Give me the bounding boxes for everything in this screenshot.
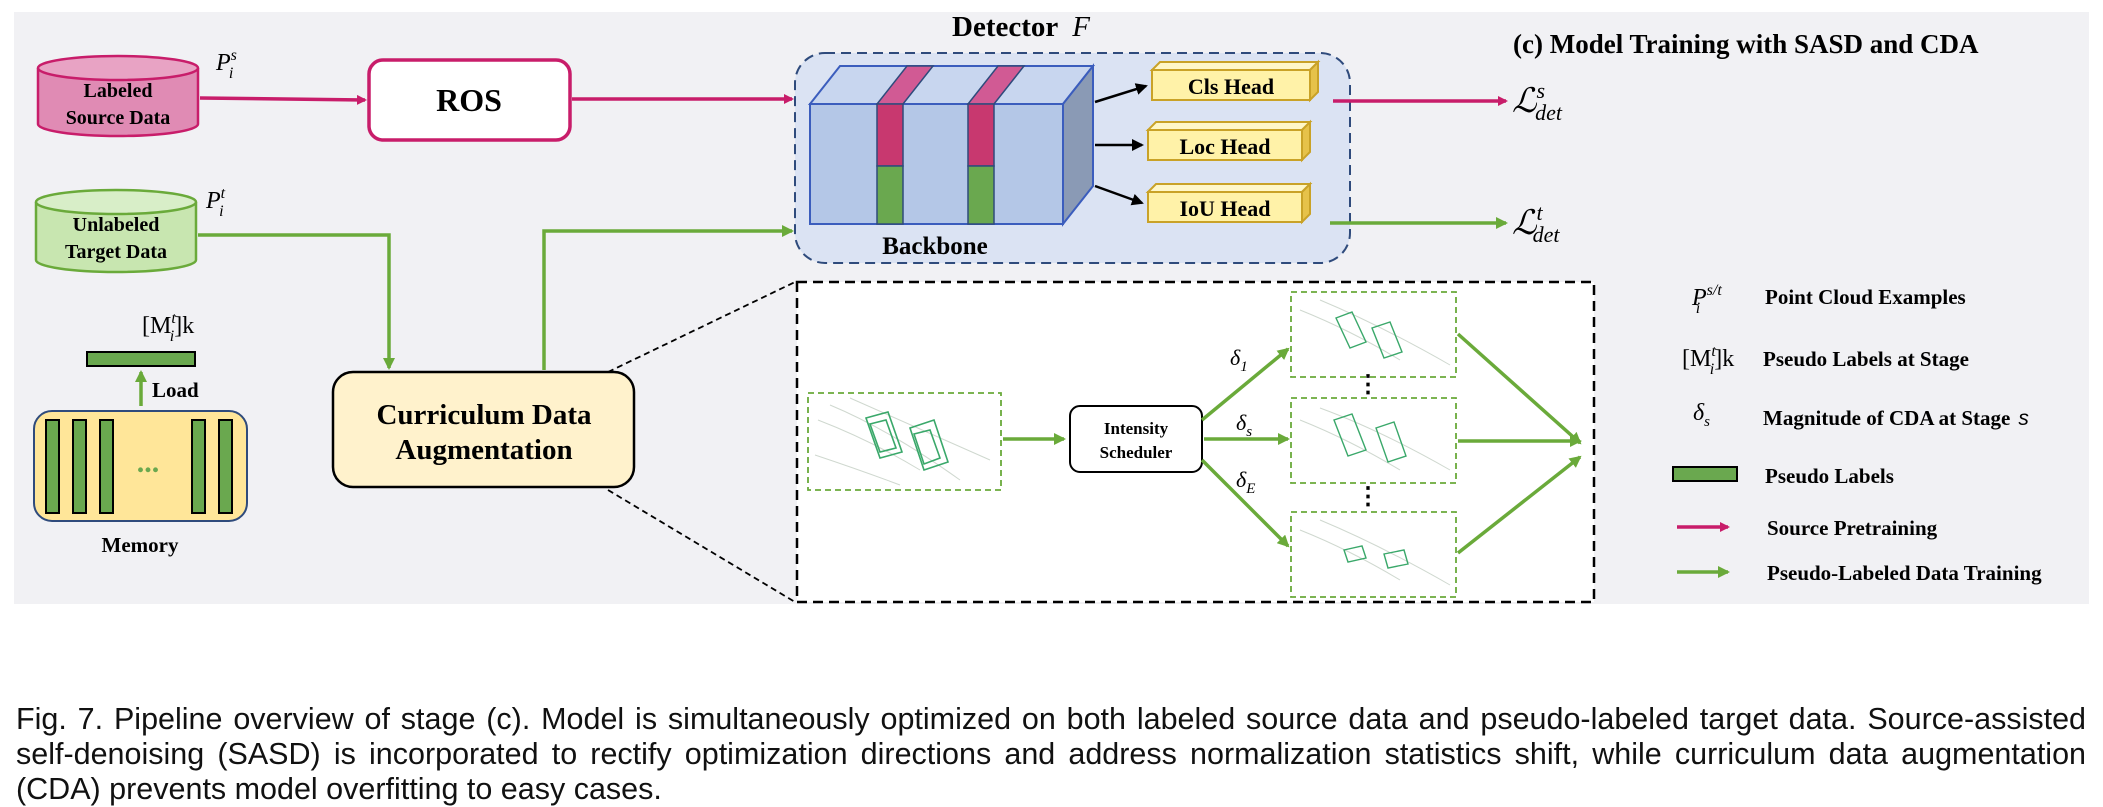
iou-head-label: IoU Head — [1179, 196, 1270, 221]
arrow-cda-to-detector — [542, 225, 794, 370]
augmented-sample-stage-e — [1290, 511, 1457, 598]
memory-loaded-pseudo-bar — [86, 351, 196, 367]
cls-head: Cls Head — [1149, 59, 1321, 103]
labeled-source-line2: Source Data — [66, 107, 171, 129]
unlabeled-target-line2: Target Data — [65, 241, 167, 263]
legend-point-cloud-text: Point Cloud Examples — [1765, 285, 1966, 309]
labeled-source-data-cylinder: Labeled Source Data — [36, 54, 200, 138]
iou-head: IoU Head — [1145, 181, 1313, 225]
memory-bank: ... — [33, 410, 248, 522]
scheduler-line1: Intensity — [1104, 419, 1169, 438]
arrow-source-to-ros — [199, 94, 367, 105]
legend-pseudo-labeled-training-text: Pseudo-Labeled Data Training — [1767, 561, 2042, 585]
backbone-block — [807, 63, 1096, 227]
backbone-label: Backbone — [882, 233, 988, 260]
memory-dots: ... — [137, 446, 160, 479]
delta-s: δs — [1236, 410, 1252, 440]
unlabeled-target-line1: Unlabeled — [73, 214, 160, 236]
cda-line1: Curriculum Data — [376, 399, 592, 431]
legend-source-pretraining-text: Source Pretraining — [1767, 516, 1938, 540]
legend-delta-symbol: δs — [1693, 400, 1710, 430]
loc-head: Loc Head — [1145, 119, 1313, 163]
arrow-to-cls-head — [1094, 83, 1148, 104]
delta-1: δ1 — [1230, 345, 1248, 375]
panel-title: (c) Model Training with SASD and CDA — [1513, 29, 1979, 59]
legend-source-pretraining: Source Pretraining — [1677, 516, 1938, 540]
ellipsis-lower: ⋮ — [1356, 484, 1380, 510]
augmented-sample-stage-s — [1290, 397, 1457, 484]
legend-bar-swatch — [1672, 466, 1738, 482]
ellipsis-upper: ⋮ — [1356, 372, 1380, 398]
zoom-line-top — [607, 281, 796, 373]
legend-pseudo-labels-bar: Pseudo Labels — [1672, 464, 1894, 488]
delta-e: δE — [1236, 467, 1255, 497]
legend-pseudo-labels-text: Pseudo Labels — [1765, 464, 1894, 488]
unlabeled-target-data-cylinder: Unlabeled Target Data — [34, 188, 198, 274]
zoom-line-bottom — [607, 489, 796, 603]
cda-line2: Augmentation — [395, 434, 572, 466]
arrow-scheduler-to-stage1 — [1200, 347, 1290, 422]
scheduler-line2: Scheduler — [1100, 443, 1173, 462]
ros-label: ROS — [436, 82, 502, 118]
labeled-source-line1: Labeled — [84, 80, 153, 102]
ros-box — [367, 58, 572, 142]
intensity-scheduler-box — [1069, 405, 1203, 473]
load-label: Load — [152, 378, 199, 402]
augmented-sample-stage-1 — [1290, 291, 1457, 378]
cls-head-label: Cls Head — [1188, 74, 1274, 99]
legend-pseudo-stage-text: Pseudo Labels at Stage — [1763, 347, 1969, 371]
cda-box — [331, 370, 636, 489]
arrow-stage-e-to-merge — [1456, 455, 1582, 555]
arrow-stage1-to-merge — [1456, 332, 1582, 445]
loc-head-label: Loc Head — [1179, 134, 1270, 159]
arrow-target-to-cda — [198, 233, 395, 370]
arrow-scheduler-to-stage-e — [1200, 458, 1290, 548]
legend-pseudo-labeled-training: Pseudo-Labeled Data Training — [1677, 561, 2042, 585]
memory-label: Memory — [102, 533, 179, 557]
input-point-cloud — [807, 392, 1002, 491]
arrow-to-iou-head — [1094, 184, 1144, 206]
figure-caption: Fig. 7. Pipeline overview of stage (c). … — [16, 702, 2086, 806]
